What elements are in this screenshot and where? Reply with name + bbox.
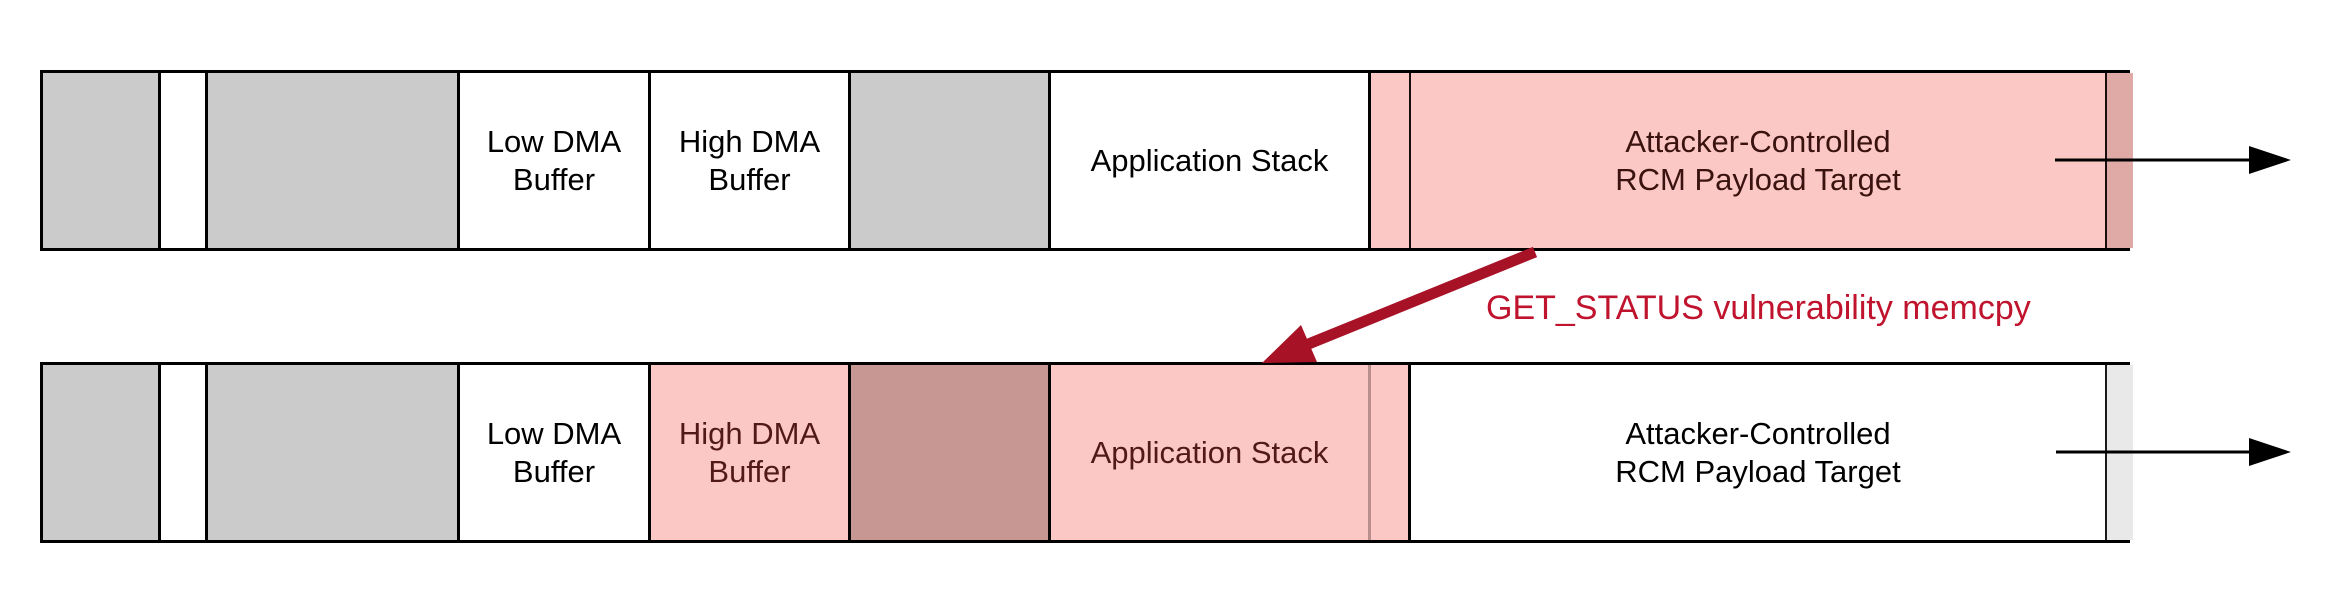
segment-gray-region-2-after <box>208 365 460 540</box>
segment-gray-region-2-before <box>208 73 460 248</box>
segment-low-dma-buffer-before: Low DMA Buffer <box>460 73 651 248</box>
segment-low-dma-buffer-after: Low DMA Buffer <box>460 365 651 540</box>
segment-application-stack-after: Application Stack <box>1051 365 1371 540</box>
segment-payload-start-strip-after <box>1371 365 1411 540</box>
segment-payload-start-strip-before <box>1371 73 1411 248</box>
memory-bar-after-overflow: Low DMA Buffer High DMA Buffer Application… <box>40 362 2133 543</box>
segment-label-rcm-payload-target-after: Attacker-Controlled RCM Payload Target <box>1615 415 1901 489</box>
segment-label-high-dma-buffer-after: High DMA Buffer <box>678 415 821 489</box>
segment-payload-end-strip-after <box>2107 365 2133 540</box>
segment-gray-region-3-before <box>851 73 1051 248</box>
segment-rcm-payload-target-after: Attacker-Controlled RCM Payload Target <box>1411 365 2107 540</box>
segment-label-application-stack-before: Application Stack <box>1090 142 1329 178</box>
segment-label-low-dma-buffer-before: Low DMA Buffer <box>486 123 622 197</box>
segment-gray-region-1-before <box>43 73 161 248</box>
segment-high-dma-buffer-before: High DMA Buffer <box>651 73 851 248</box>
segment-white-gap-before <box>161 73 208 248</box>
segment-payload-end-strip-before <box>2107 73 2133 248</box>
segment-rcm-payload-target-before: Attacker-Controlled RCM Payload Target <box>1411 73 2107 248</box>
segment-label-rcm-payload-target-before: Attacker-Controlled RCM Payload Target <box>1615 123 1901 197</box>
segment-label-high-dma-buffer-before: High DMA Buffer <box>678 123 821 197</box>
segment-high-dma-buffer-after: High DMA Buffer <box>651 365 851 540</box>
segment-gray-region-1-after <box>43 365 161 540</box>
memory-bar-before-overflow: Low DMA Buffer High DMA Buffer Application… <box>40 70 2133 251</box>
segment-label-low-dma-buffer-after: Low DMA Buffer <box>486 415 622 489</box>
segment-label-application-stack-after: Application Stack <box>1090 434 1329 470</box>
vulnerability-annotation-label: GET_STATUS vulnerability memcpy <box>1486 289 2031 327</box>
segment-application-stack-before: Application Stack <box>1051 73 1371 248</box>
segment-white-gap-after <box>161 365 208 540</box>
segment-overwritten-region-after <box>851 365 1051 540</box>
